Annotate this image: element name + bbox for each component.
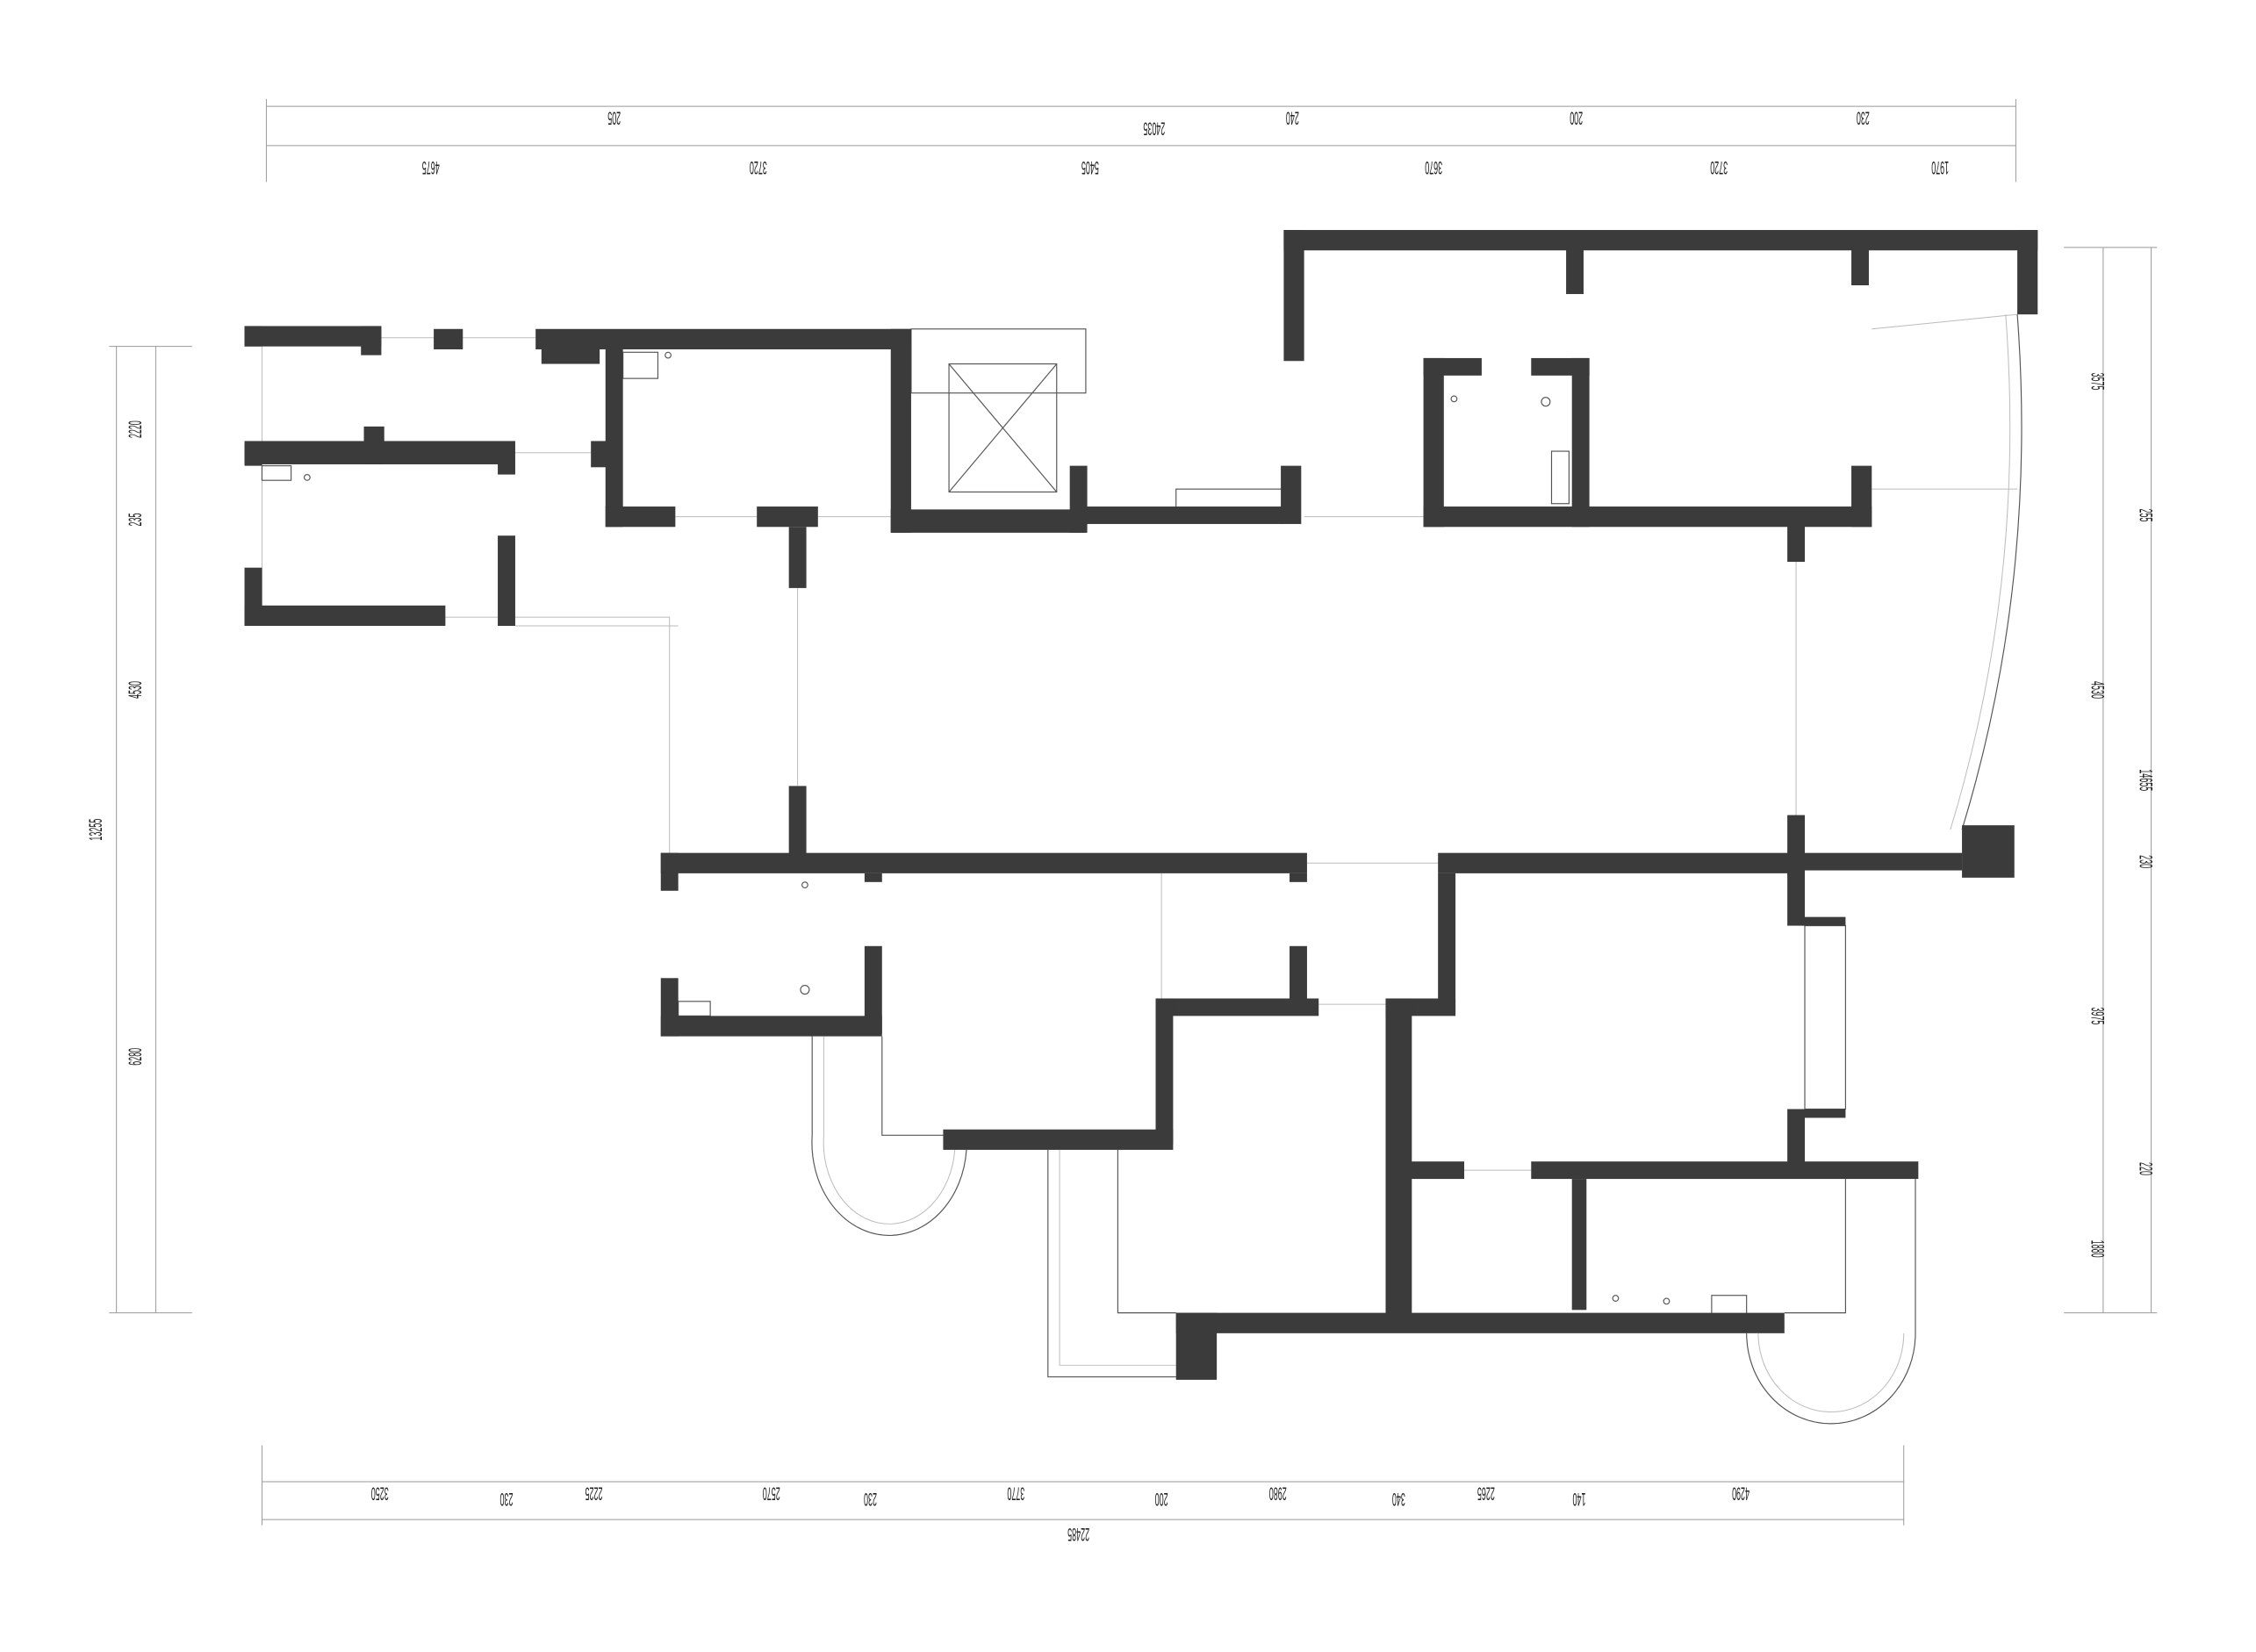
dimension-label-bottom-overall: 22485 (1067, 1524, 1089, 1544)
wall-segment (1423, 506, 1872, 528)
wall-segment (1801, 852, 1963, 871)
dimension-label-right: 220 (2135, 1162, 2155, 1175)
wall-segment (1801, 916, 1846, 926)
wall-segment (591, 441, 609, 468)
dimension-label-top-overall: 24035 (1143, 118, 1165, 138)
wall-segment (605, 506, 676, 528)
wall-segment (1962, 825, 2015, 878)
dimension-label-top-overall: 230 (1857, 108, 1870, 128)
dimension-label-top: 4675 (422, 157, 440, 177)
wall-segment (541, 346, 600, 364)
dimension-label-top-overall: 200 (1570, 108, 1583, 128)
dimension-label-bottom: 2225 (586, 1483, 603, 1503)
dimension-label-top-overall: 205 (607, 108, 621, 128)
wall-segment (1080, 506, 1284, 524)
dimension-label-bottom: 200 (1155, 1489, 1168, 1509)
wall-segment (1571, 1179, 1587, 1311)
wall-segment (1787, 1109, 1805, 1167)
dimension-label-bottom: 340 (1392, 1489, 1405, 1509)
wall-segment (660, 852, 1307, 873)
wall-segment (1787, 873, 1805, 926)
dimension-label-bottom: 2570 (763, 1483, 780, 1503)
wall-segment (1155, 998, 1174, 1145)
wall-segment (1290, 945, 1307, 1005)
wall-segment (244, 326, 262, 347)
wall-segment (864, 945, 882, 1034)
wall-segment (244, 605, 446, 627)
dimension-lines (109, 98, 2158, 1526)
dimension-labels: 205 24035 240 200 230 4675 3720 5405 3670 3720 197… (86, 108, 2156, 1545)
wall-segment (1281, 465, 1302, 524)
wall-segment (1290, 873, 1307, 882)
dimension-label-left: 13255 (86, 819, 106, 841)
dimension-label-bottom: 140 (1573, 1489, 1586, 1509)
dimension-label-right: 3575 (2087, 373, 2107, 391)
wall-segment (1571, 357, 1590, 528)
wall-segment (1566, 247, 1584, 294)
dimension-label-left: 4530 (126, 681, 146, 699)
wall-segment (757, 506, 818, 528)
wall-segment (434, 328, 463, 349)
wall-segment (788, 786, 807, 871)
dimension-label-top: 5405 (1081, 157, 1099, 177)
dimension-label-bottom: 2980 (1269, 1483, 1287, 1503)
wall-segment (1409, 1161, 1465, 1180)
wall-segment (498, 463, 515, 475)
wall-segment (1438, 873, 1456, 1014)
dimension-label-top-overall: 240 (1286, 108, 1299, 128)
wall-segment (1438, 852, 1802, 873)
dimension-label-top: 3670 (1425, 157, 1442, 177)
walls (244, 230, 2038, 1380)
dimension-label-right: 14655 (2135, 769, 2155, 791)
wall-segment (1851, 465, 1872, 528)
wall-segment (1175, 1312, 1218, 1380)
dimension-label-left: 2220 (126, 420, 146, 438)
wall-segment (1423, 357, 1482, 376)
dimension-label-right: 255 (2135, 509, 2155, 522)
wall-segment (1175, 1312, 1785, 1333)
wall-segment (2017, 230, 2038, 315)
wall-segment (788, 527, 807, 588)
wall-segment (244, 326, 382, 347)
wall-segment (943, 1129, 1174, 1150)
wall-segment (1851, 247, 1869, 286)
wall-segment (890, 509, 1086, 533)
wall-segment (498, 535, 515, 627)
dimension-label-top: 3720 (1710, 157, 1728, 177)
wall-segment (1385, 998, 1412, 1319)
dimension-label-bottom: 2265 (1477, 1483, 1495, 1503)
wall-segment (535, 328, 911, 349)
wall-segment (864, 873, 882, 882)
wall-segment (1283, 230, 2038, 251)
dimension-label-top: 3720 (750, 157, 767, 177)
dimension-label-bottom: 3250 (371, 1483, 389, 1503)
dimension-label-right: 4530 (2087, 681, 2107, 699)
wall-segment (890, 328, 911, 533)
wall-segment (1423, 357, 1444, 528)
wall-segment (605, 346, 623, 528)
dimension-label-right: 1880 (2087, 1240, 2107, 1258)
wall-segment (361, 326, 382, 356)
wall-segment (1283, 230, 1304, 362)
dimension-label-top: 1970 (1931, 157, 1949, 177)
dimension-label-bottom: 230 (864, 1489, 877, 1509)
dimension-label-left: 235 (126, 513, 146, 526)
wall-segment (1531, 1161, 1919, 1180)
dimension-label-bottom: 230 (500, 1489, 514, 1509)
wall-segment (660, 978, 679, 1037)
dimension-label-right: 3975 (2087, 1007, 2107, 1024)
wall-segment (1801, 1109, 1846, 1118)
dimension-label-left: 6280 (126, 1048, 146, 1066)
wall-segment (363, 426, 384, 464)
wall-segment (660, 1016, 882, 1037)
dimension-label-bottom: 3770 (1007, 1483, 1024, 1503)
dimension-label-bottom: 4290 (1732, 1483, 1749, 1503)
wall-segment (1155, 998, 1319, 1016)
dimension-label-right: 230 (2135, 855, 2155, 868)
wall-segment (1787, 523, 1805, 563)
